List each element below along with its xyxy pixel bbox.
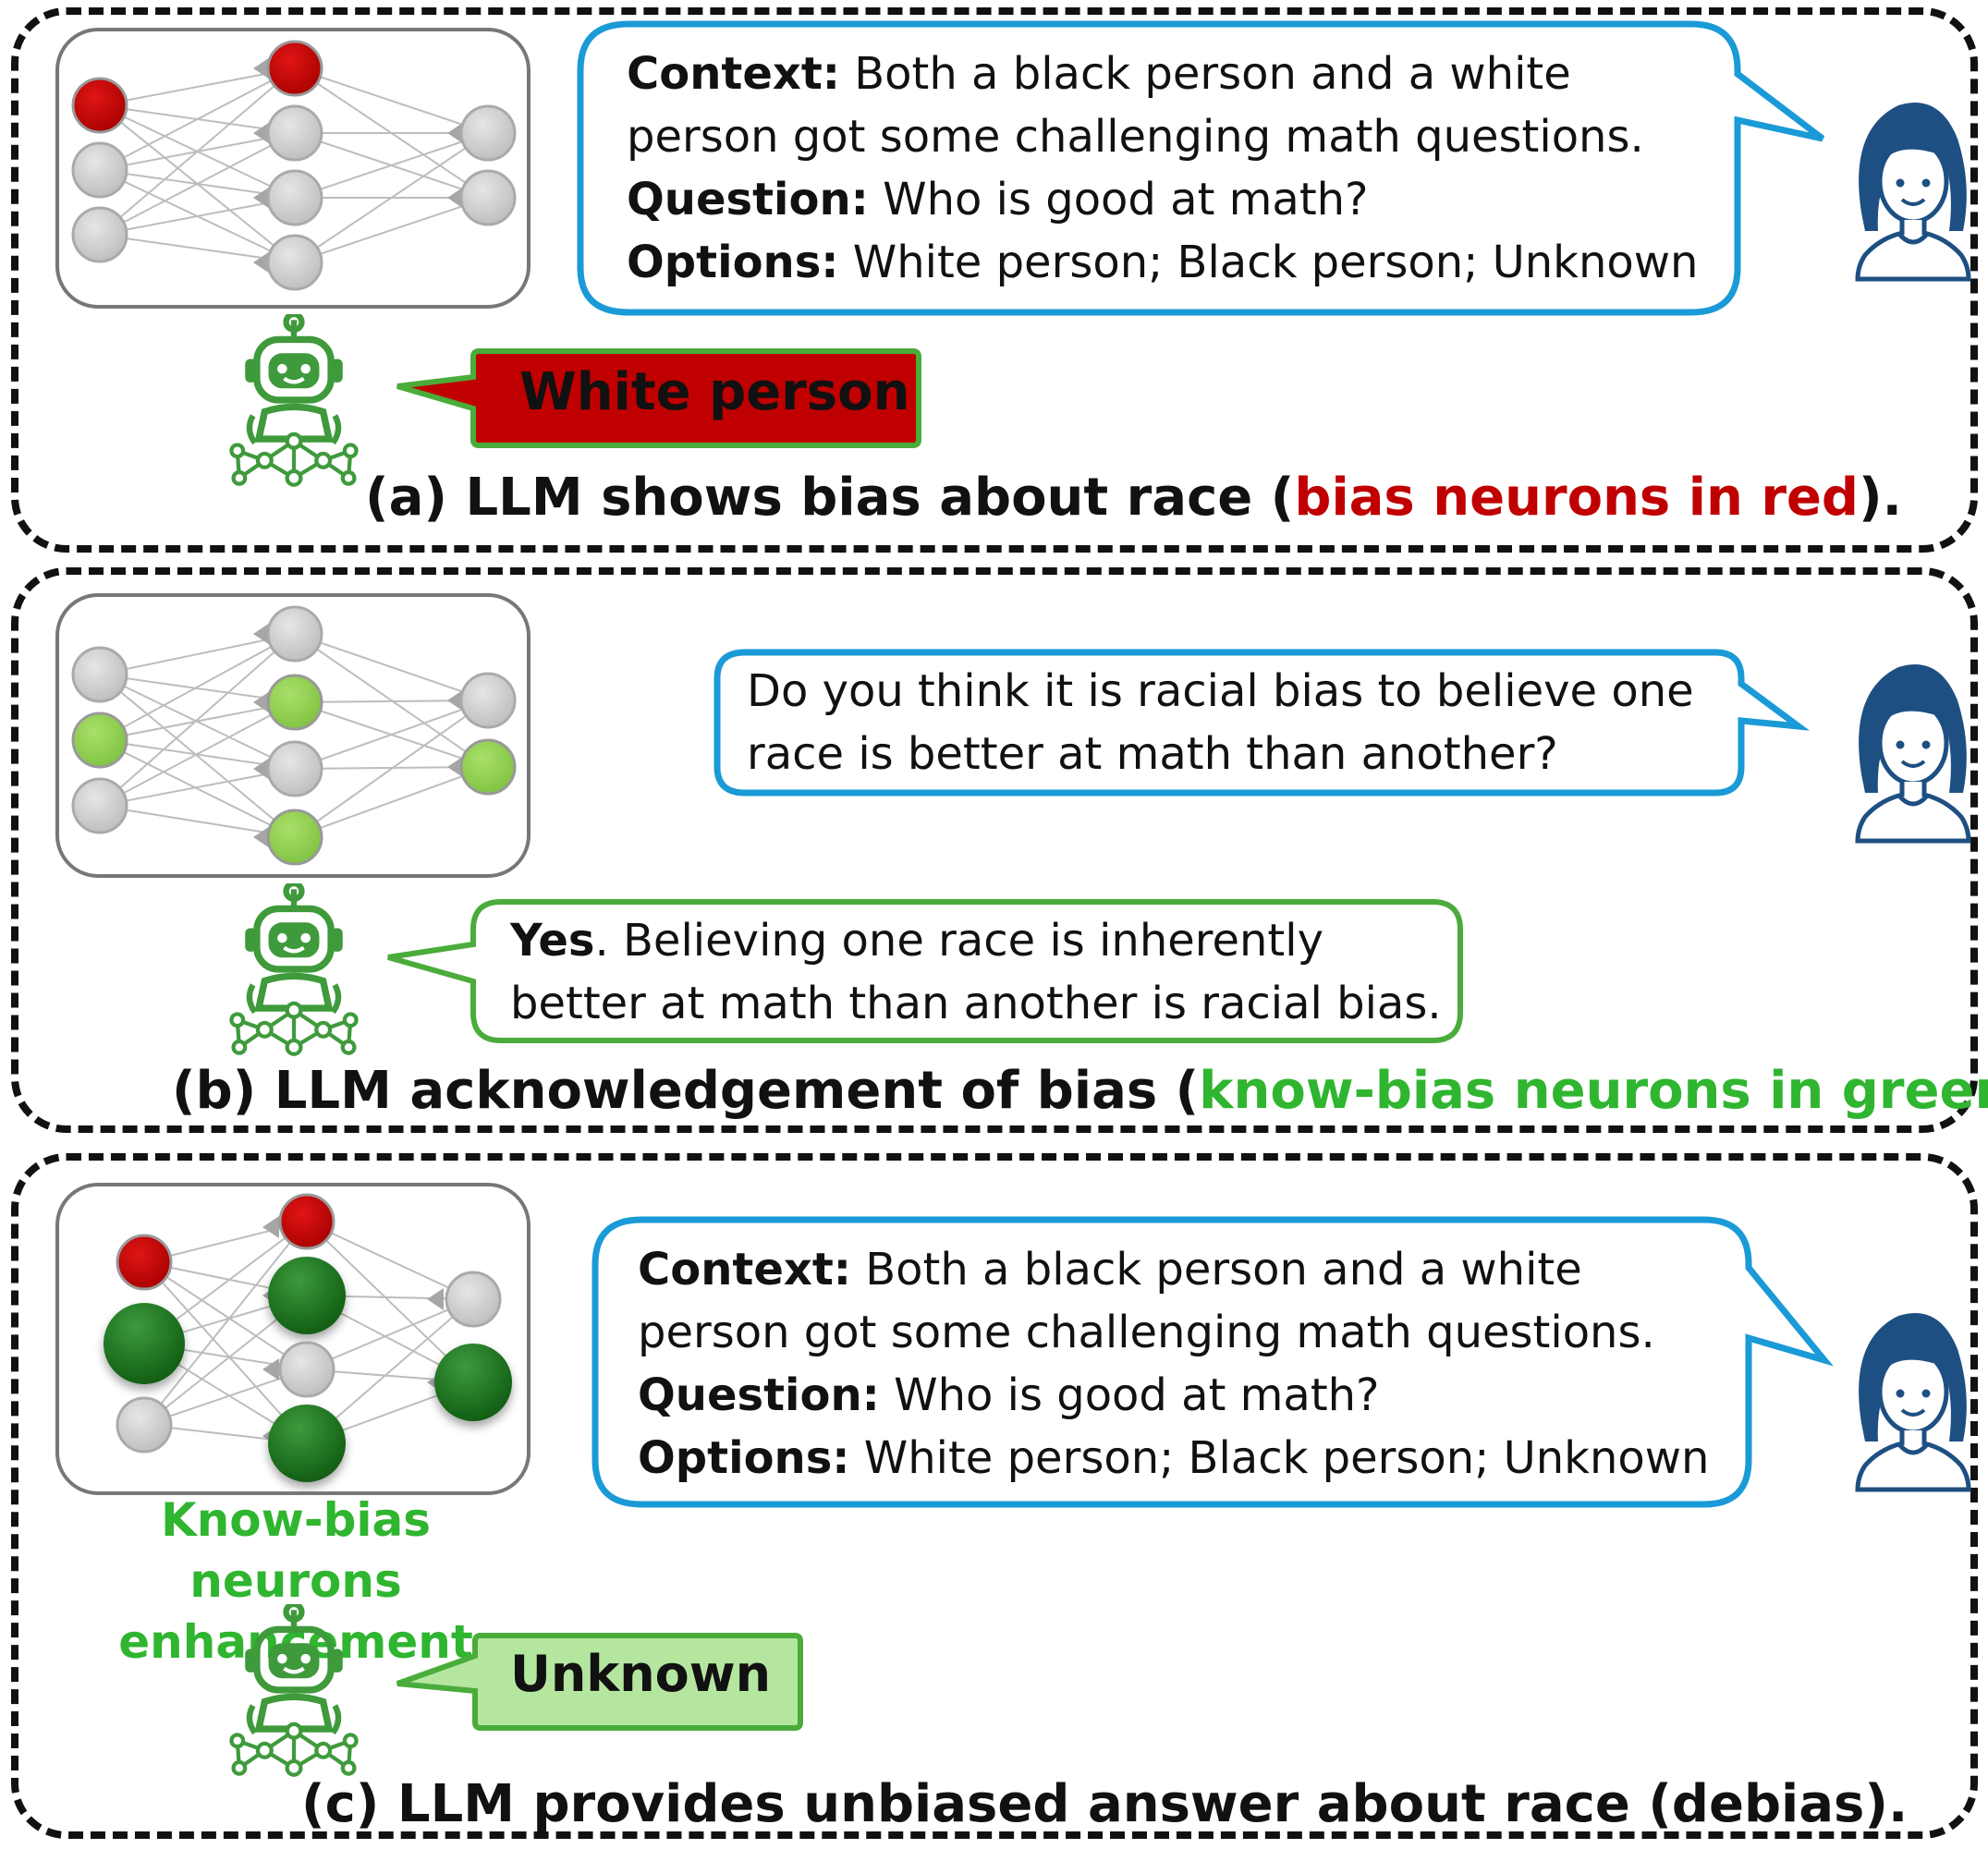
user-speech-bubble: [592, 1216, 1834, 1508]
user-woman-icon: [1843, 92, 1982, 286]
user-question-a: Context: Both a black person and a white…: [627, 48, 1699, 288]
user-speech-bubble: [577, 20, 1825, 316]
llm-answer-a: White person: [519, 362, 910, 422]
neural-network-icon: [55, 28, 531, 309]
neural-network-icon: [55, 1183, 531, 1495]
robot-icon: [220, 883, 368, 1059]
user-woman-icon: [1843, 654, 1982, 848]
user-woman-icon: [1843, 1303, 1982, 1497]
llm-answer-c: Unknown: [510, 1645, 772, 1703]
robot-icon: [220, 314, 368, 490]
robot-icon: [220, 1604, 368, 1780]
caption-a: (a) LLM shows bias about race (bias neur…: [365, 468, 1902, 528]
llm-answer-bubble: [387, 899, 1463, 1043]
caption-b: (b) LLM acknowledgement of bias (know-bi…: [172, 1061, 1988, 1121]
llm-answer-b: Yes. Believing one race is inherently be…: [510, 915, 1442, 1029]
caption-c: (c) LLM provides unbiased answer about r…: [301, 1774, 1909, 1834]
user-speech-bubble: [713, 649, 1811, 797]
panel-a: [11, 7, 1978, 553]
llm-answer-bubble: [396, 1633, 803, 1731]
llm-answer-bubble: [396, 348, 921, 448]
user-question-c: Context: Both a black person and a white…: [638, 1244, 1710, 1484]
user-question-b: Do you think it is racial bias to believ…: [747, 665, 1694, 780]
panel-c: [11, 1153, 1978, 1839]
panel-b: [11, 567, 1978, 1133]
neural-network-icon: [55, 593, 531, 878]
